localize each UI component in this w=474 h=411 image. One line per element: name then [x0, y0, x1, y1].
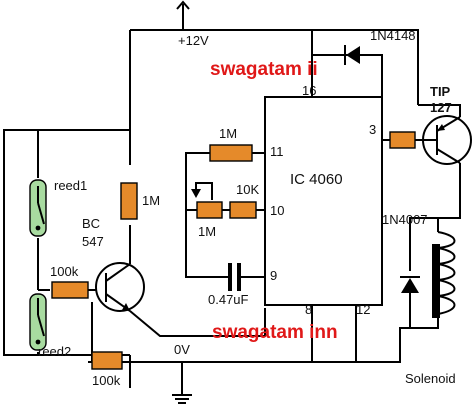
pin-16: 16	[302, 83, 316, 98]
pin-9: 9	[270, 268, 277, 283]
capacitor-label: 0.47uF	[208, 292, 249, 307]
supply-rail	[130, 0, 419, 105]
resistor-1m-timing-label: 1M	[219, 126, 237, 141]
capacitor-047uf	[222, 263, 247, 291]
ground-rail	[88, 355, 401, 404]
resistor-100k-a	[51, 281, 89, 299]
solenoid-coil	[399, 218, 456, 362]
resistor-1m-base-label: 1M	[142, 193, 160, 208]
reed1-label: reed1	[54, 178, 87, 193]
tip127-transistor	[418, 104, 472, 219]
bc547-transistor	[91, 262, 266, 362]
pin-12: 12	[356, 302, 370, 317]
resistor-1m-timing	[209, 144, 253, 162]
watermark-bottom: swagatam inn	[212, 322, 338, 343]
tip127-number: 127	[430, 100, 452, 115]
pin-11: 11	[270, 144, 284, 159]
diode-1n4007-label: 1N4007	[382, 212, 428, 227]
resistor-100k-b-label: 100k	[92, 373, 121, 388]
watermark-top: swagatam ii	[210, 59, 318, 80]
bc547-label: BC	[82, 216, 100, 231]
left-wiring	[3, 30, 131, 388]
resistor-10k	[229, 201, 257, 219]
reed-switch-1	[29, 179, 47, 237]
diode-1n4148-label: 1N4148	[370, 28, 416, 43]
resistor-base-tip	[389, 131, 416, 149]
resistor-1m-base	[120, 182, 138, 220]
resistor-100k-b	[91, 351, 123, 370]
ic-label: IC 4060	[290, 171, 343, 188]
tip127-label: TIP	[430, 84, 451, 99]
resistor-10k-label: 10K	[236, 182, 259, 197]
pin-8: 8	[305, 302, 312, 317]
reed-switch-2	[29, 293, 47, 351]
reed2-label: reed2	[38, 344, 71, 359]
supply-label: +12V	[178, 33, 209, 48]
solenoid-label: Solenoid	[405, 371, 456, 386]
potentiometer-1m-label: 1M	[198, 224, 216, 239]
resistor-100k-a-label: 100k	[50, 264, 79, 279]
ic-4060	[264, 96, 383, 306]
ground-label: 0V	[174, 342, 190, 357]
pin-10: 10	[270, 203, 284, 218]
bc547-number: 547	[82, 234, 104, 249]
potentiometer-1m	[196, 201, 223, 219]
diode-1n4007	[400, 217, 438, 328]
diode-1n4148	[312, 45, 383, 97]
pin-3: 3	[369, 122, 376, 137]
